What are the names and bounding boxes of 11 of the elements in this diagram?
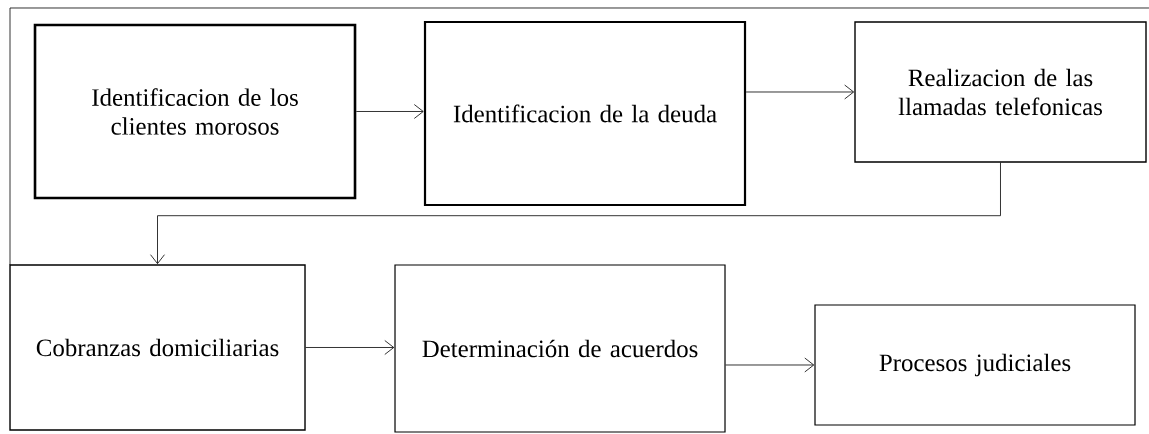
process-box: Cobranzas domiciliarias — [9, 264, 306, 431]
arrow — [725, 357, 815, 373]
process-box: Realizacion de las llamadas telefonicas — [854, 21, 1147, 163]
process-box: Identificacion de los clientes morosos — [33, 23, 357, 200]
arrow — [355, 104, 424, 119]
process-box: Procesos judiciales — [814, 304, 1136, 426]
arrow — [150, 162, 1001, 265]
process-box: Determinación de acuerdos — [394, 264, 726, 433]
arrow — [745, 84, 855, 100]
process-box: Identificacion de la deuda — [423, 20, 747, 207]
arrow — [305, 340, 395, 355]
